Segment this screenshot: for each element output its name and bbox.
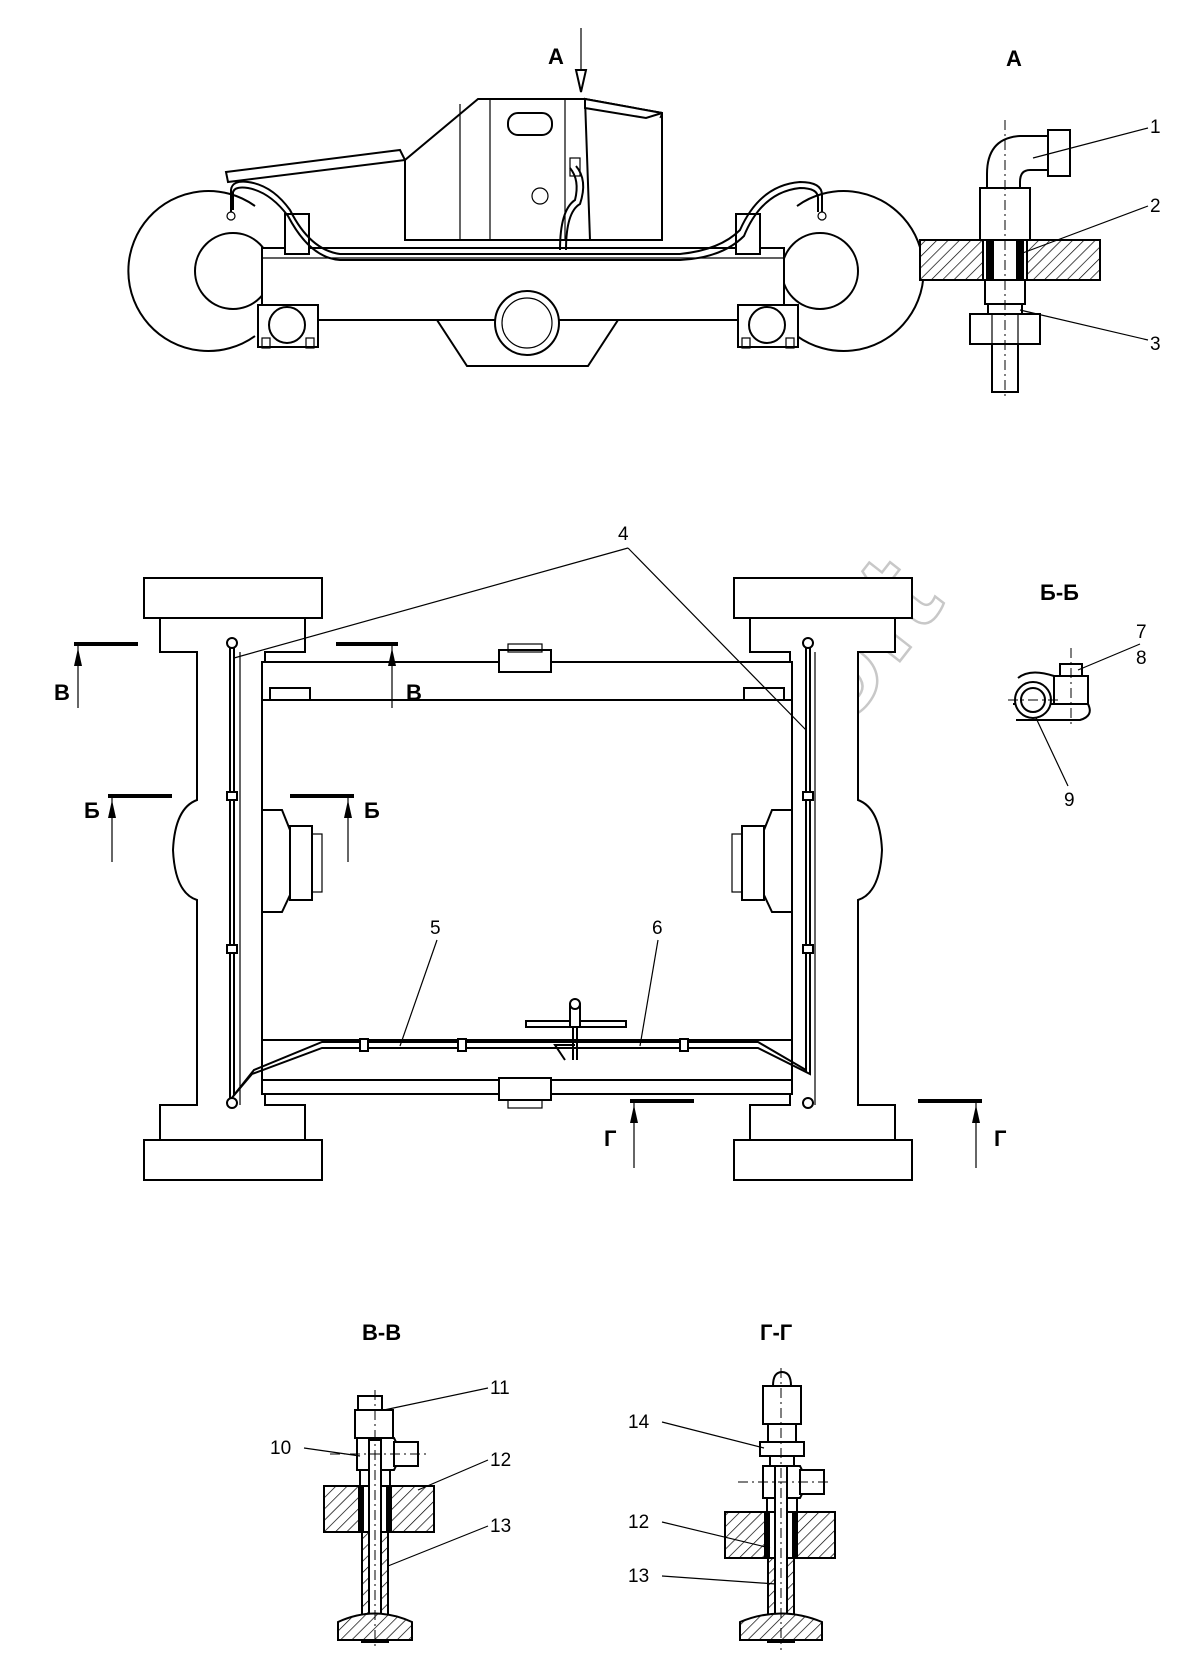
marker-g-left: Г	[604, 1126, 617, 1151]
section-vv-title: В-В	[362, 1320, 401, 1345]
left-wheel	[127, 190, 272, 352]
callout-5: 5	[430, 918, 441, 939]
body-upper	[224, 97, 663, 241]
callout-3: 3	[1150, 334, 1161, 355]
callout-9: 9	[1064, 790, 1075, 811]
section-gg: Г-Г 14 12 13	[628, 1320, 836, 1650]
callout-13b: 13	[628, 1566, 649, 1587]
section-bb-title: Б-Б	[1040, 580, 1079, 605]
callout-7: 7	[1136, 622, 1147, 643]
central-frame	[261, 643, 793, 1109]
callout-12b: 12	[628, 1512, 649, 1533]
callout-10: 10	[270, 1438, 291, 1459]
callout-8: 8	[1136, 648, 1147, 669]
plan-view: В В Б Б Г Г 4 5 6	[54, 524, 1007, 1181]
side-view: А	[127, 28, 925, 367]
view-a-title: А	[1006, 46, 1022, 71]
section-bb: Б-Б 7 8 9	[1008, 580, 1147, 811]
side-pipes	[230, 157, 823, 261]
callout-2: 2	[1150, 196, 1161, 217]
marker-b-right: Б	[364, 798, 380, 823]
view-a-detail: А 1 2 3	[919, 46, 1161, 396]
section-vv: В-В 11 10 12 13	[270, 1320, 511, 1650]
view-a-arrow-label: А	[548, 44, 564, 69]
left-axle-box	[257, 304, 319, 349]
callout-6: 6	[652, 918, 663, 939]
right-wheel	[781, 190, 925, 352]
section-gg-title: Г-Г	[760, 1320, 793, 1345]
right-axle-box	[737, 304, 799, 349]
marker-v-right: В	[406, 680, 422, 705]
callout-12a: 12	[490, 1450, 511, 1471]
marker-b-left: Б	[84, 798, 100, 823]
callout-11: 11	[490, 1378, 510, 1399]
callout-4: 4	[618, 524, 629, 545]
marker-v-left: В	[54, 680, 70, 705]
callout-13a: 13	[490, 1516, 511, 1537]
plan-pipes	[226, 637, 814, 1109]
callout-1: 1	[1150, 117, 1161, 138]
marker-g-right: Г	[994, 1126, 1007, 1151]
callout-14: 14	[628, 1412, 650, 1433]
section-markers: В В Б Б Г Г	[54, 642, 1007, 1168]
